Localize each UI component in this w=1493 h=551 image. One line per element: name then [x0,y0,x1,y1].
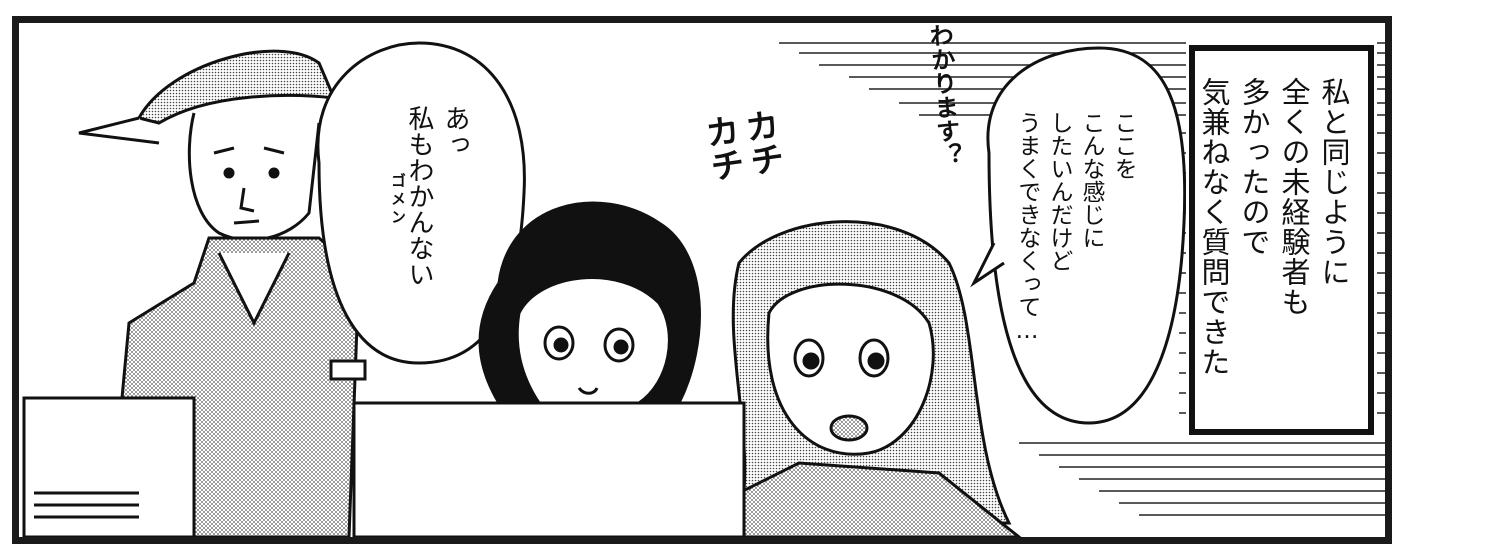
speech-bubble-right-shape [970,46,1187,425]
whisper-text: ゴメン [389,173,407,227]
monitors [22,396,746,537]
woman-long-hair [717,220,1022,537]
caption-box: 私と同じように 全くの未経験者も 多かったので 気兼ねなく質問できた [1186,42,1377,438]
bubble-left-text: あっ 私もわかんない [404,105,470,287]
caption-text: 私と同じように 全くの未経験者も 多かったので 気兼ねなく質問できた [1197,77,1351,377]
speech-bubble-right: ここを こんな感じに したいんだけど うまくできなくって… [979,43,1179,433]
speech-bubble-left: あっ 私もわかんない ゴメン [309,43,529,353]
manga-panel: 私と同じように 全くの未経験者も 多かったので 気兼ねなく質問できた あっ 私も… [12,16,1392,544]
woman-short-hair [478,201,701,405]
speech-bubble-left-shape [316,41,526,365]
panel-artwork [22,41,1385,537]
bubble-right-text: ここを こんな感じに したいんだけど うまくできなくって… [1014,111,1136,344]
